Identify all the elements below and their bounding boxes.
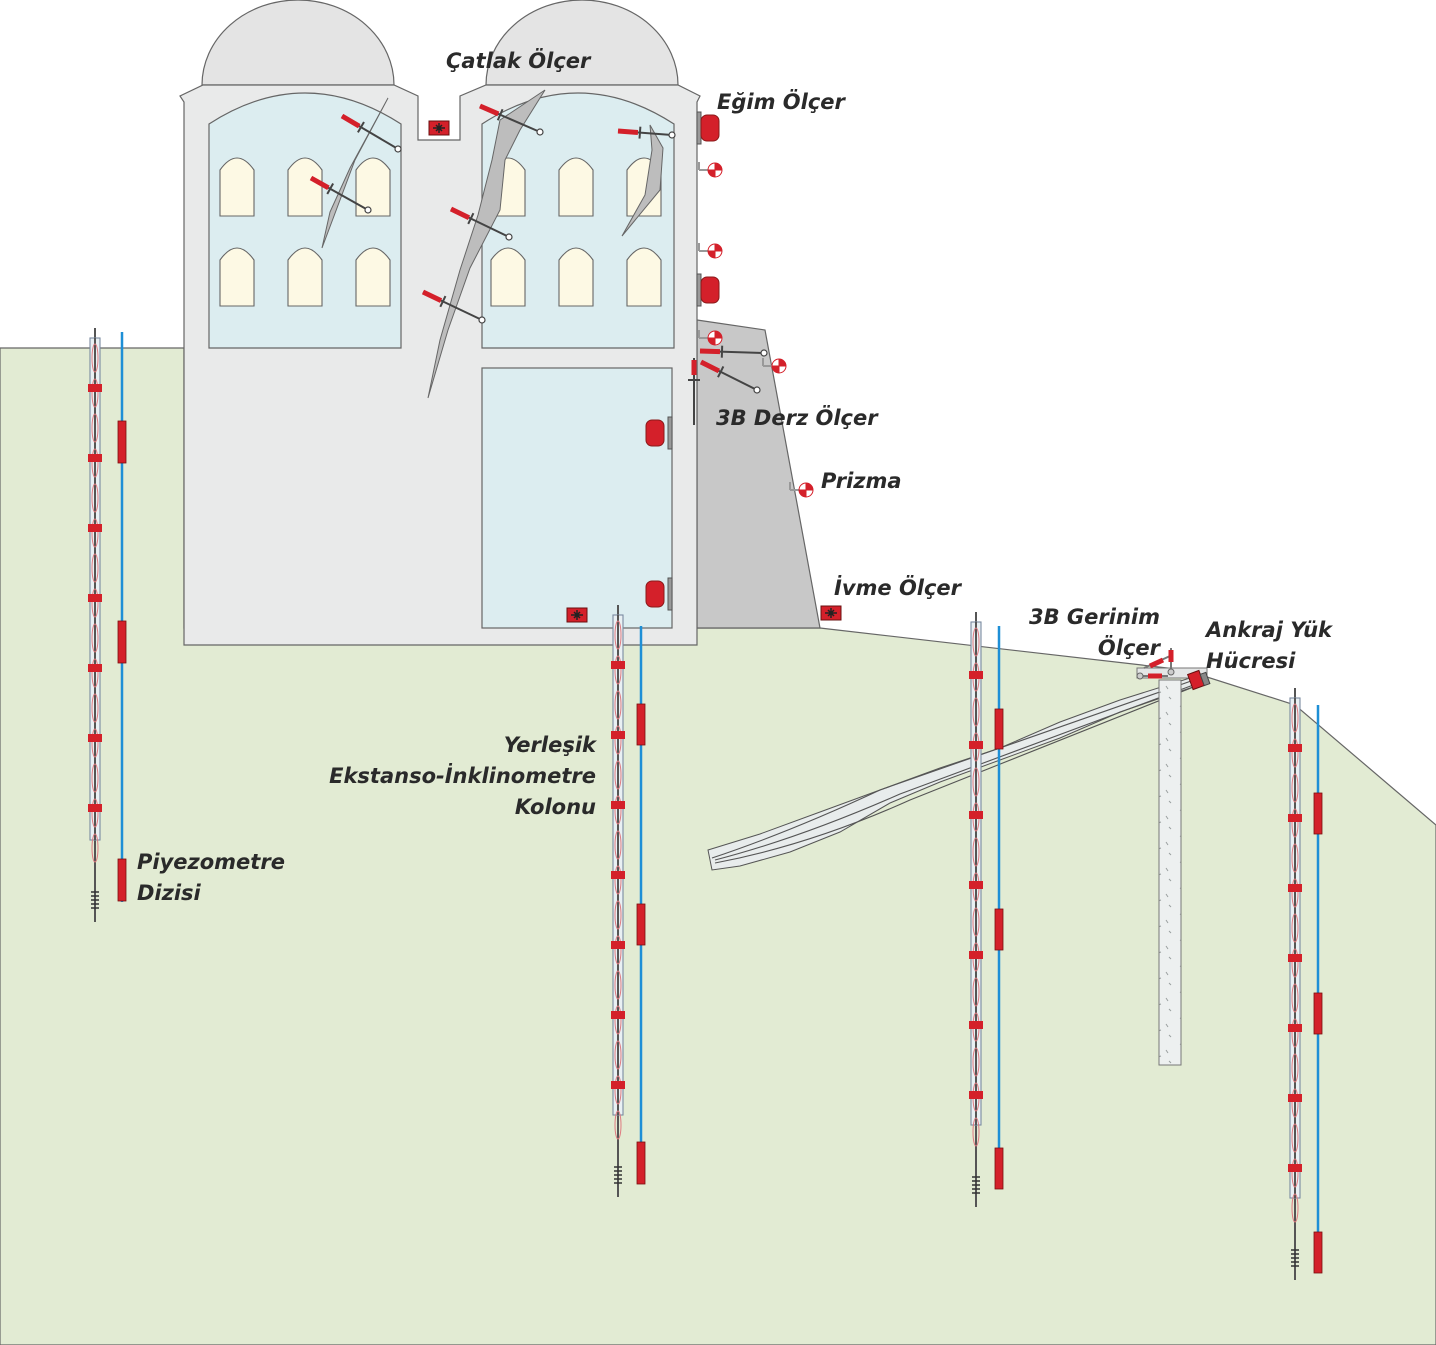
crack-meter-icon (699, 359, 761, 394)
window (558, 247, 594, 307)
jointmeter-icon (688, 358, 700, 425)
piezometer-icon (636, 626, 646, 1185)
label-ankraj-line2: Hücresi (1206, 649, 1296, 673)
tilt-meter-icon (696, 111, 720, 145)
window (287, 157, 323, 217)
accelerometer-icon (820, 605, 842, 621)
label-ivme-olcer: İvme Ölçer (834, 576, 962, 600)
crack-right (621, 124, 664, 237)
prism-icon (698, 330, 723, 346)
prism-icon (762, 358, 787, 374)
anchor-load-cell-icon (1186, 669, 1211, 691)
extenso-inclinometer-icon (1288, 688, 1302, 1280)
prism-icon (789, 482, 814, 498)
label-piyezometre-line1: Piyezometre (137, 850, 285, 874)
window (219, 157, 255, 217)
label-yerlesik-kolon: Yerleşik Ekstanso-İnklinometre Kolonu (329, 730, 596, 823)
crack-meter-icon (479, 103, 544, 136)
label-gerinim-line2: Ölçer (1097, 636, 1160, 660)
prism-icon (698, 162, 723, 178)
tilt-meter-icon (645, 577, 673, 611)
window (626, 247, 662, 307)
crack-meter-icon (449, 206, 513, 241)
piezometer-icon (994, 626, 1004, 1190)
label-piyezometre-dizisi: Piyezometre Dizisi (137, 847, 285, 909)
accelerometer-icon (566, 607, 588, 623)
building (179, 0, 701, 646)
extenso-inclinometer-icon (88, 328, 102, 922)
extenso-inclinometer-icon (611, 605, 625, 1197)
crack-middle (427, 89, 546, 399)
sensors-layer (88, 103, 1323, 1280)
piezometer-icon (1313, 705, 1323, 1274)
label-ankraj-line1: Ankraj Yük (1206, 618, 1333, 642)
label-egim-olcer: Eğim Ölçer (717, 90, 845, 114)
crack-meter-icon (421, 289, 486, 324)
extenso-inclinometer-icon (969, 612, 983, 1207)
buttress-wall (696, 319, 821, 629)
tilt-meter-icon (645, 416, 673, 450)
label-yerlesik-line2: Ekstanso-İnklinometre (329, 764, 596, 788)
crack-meter-icon (309, 175, 372, 214)
window (355, 157, 391, 217)
window (219, 247, 255, 307)
label-gerinim-line1: 3B Gerinim (1029, 605, 1160, 629)
label-derz-olcer: 3B Derz Ölçer (716, 406, 878, 430)
label-catlak-olcer: Çatlak Ölçer (446, 49, 591, 73)
strain-gauge-icon (1136, 648, 1175, 680)
label-piyezometre-line2: Dizisi (137, 881, 201, 905)
piezometer-icon (117, 332, 127, 902)
crack-meter-icon (340, 113, 402, 153)
label-prizma: Prizma (821, 469, 902, 493)
crack-meter-icon (699, 345, 768, 358)
window (558, 157, 594, 217)
anchor-tendons (711, 679, 1197, 864)
window (355, 247, 391, 307)
concrete-pile (1158, 679, 1182, 1066)
window (490, 247, 526, 307)
label-ankraj-yuk-hucresi: Ankraj Yük Hücresi (1206, 615, 1332, 677)
window (287, 247, 323, 307)
label-gerinim-olcer: 3B Gerinim Ölçer (1029, 602, 1160, 664)
label-yerlesik-line1: Yerleşik (503, 733, 596, 757)
accelerometer-icon (428, 120, 450, 136)
crack-meter-icon (617, 126, 676, 139)
crack-left (321, 97, 389, 249)
label-yerlesik-line3: Kolonu (514, 795, 596, 819)
tilt-meter-icon (696, 273, 720, 307)
prism-icon (698, 243, 723, 259)
